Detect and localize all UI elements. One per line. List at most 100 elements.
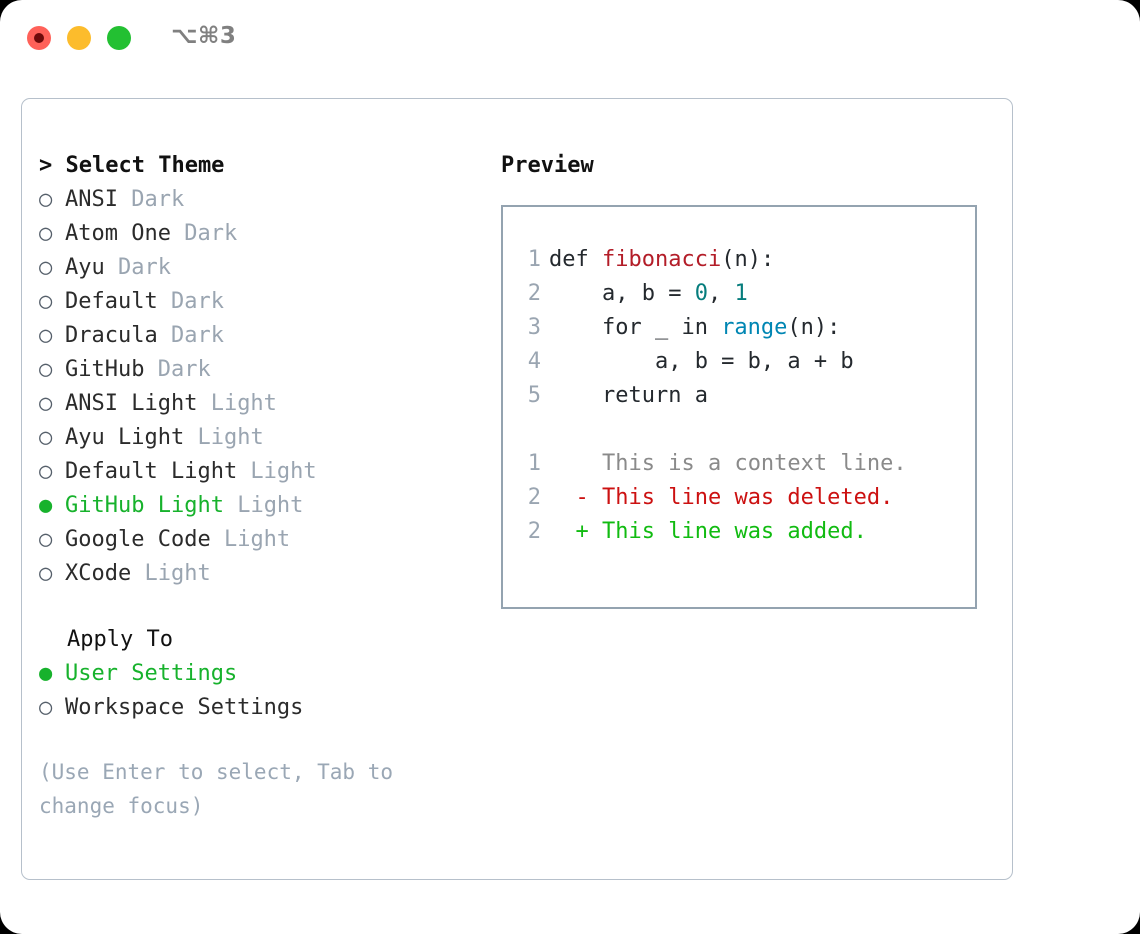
line-number: 3	[527, 315, 541, 340]
diff-line: 1 This is a context line.	[503, 447, 975, 481]
theme-name: ANSI Light	[65, 391, 198, 416]
theme-list-item[interactable]: ○ ANSI Light Light	[39, 387, 489, 421]
theme-variant-badge: Light	[131, 561, 211, 586]
theme-list-item[interactable]: ○ Default Dark	[39, 285, 489, 319]
radio-unselected-icon[interactable]: ○	[39, 527, 53, 552]
title-bar: ⌥⌘3	[0, 0, 1140, 76]
theme-list-item[interactable]: ○ Dracula Dark	[39, 319, 489, 353]
theme-name: Dracula	[65, 323, 158, 348]
theme-variant-badge: Dark	[157, 289, 224, 314]
theme-name: Ayu Light	[65, 425, 185, 450]
theme-name: Default	[65, 289, 158, 314]
code-line: 4 a, b = b, a + b	[503, 345, 975, 379]
theme-list-item[interactable]: ●GitHub Light Light	[39, 489, 489, 523]
select-theme-header: > Select Theme	[39, 153, 225, 178]
radio-unselected-icon[interactable]: ○	[39, 221, 53, 246]
radio-unselected-icon[interactable]: ○	[39, 255, 53, 280]
code-token: for _ in	[549, 315, 722, 340]
theme-list-item[interactable]: ○Default Light Light	[39, 455, 489, 489]
theme-variant-badge: Dark	[157, 323, 224, 348]
minimize-button[interactable]	[67, 26, 91, 50]
code-line: 2 a, b = 0, 1	[503, 277, 975, 311]
apply-to-item[interactable]: ○ Workspace Settings	[39, 691, 489, 725]
theme-variant-badge: Light	[184, 425, 264, 450]
code-token: 0	[694, 281, 708, 306]
line-number: 2	[527, 281, 541, 306]
theme-variant-badge: Light	[237, 459, 317, 484]
apply-to-label: Workspace Settings	[65, 695, 304, 720]
theme-variant-badge: Dark	[104, 255, 171, 280]
theme-variant-badge: Light	[197, 391, 277, 416]
code-token: ,	[707, 281, 735, 306]
code-token: a, b = b, a + b	[549, 349, 854, 374]
theme-variant-badge: Dark	[144, 357, 211, 382]
code-line: 1 def fibonacci(n):	[503, 243, 975, 277]
radio-unselected-icon[interactable]: ○	[39, 391, 53, 416]
radio-selected-icon[interactable]: ●	[39, 661, 53, 686]
code-token: 1	[734, 281, 748, 306]
diff-sign: -	[549, 485, 589, 510]
theme-list-item[interactable]: ○Atom One Dark	[39, 217, 489, 251]
theme-variant-badge: Light	[210, 527, 291, 552]
line-number: 1	[527, 451, 541, 476]
line-number: 5	[527, 383, 541, 408]
theme-name: GitHub	[65, 357, 145, 382]
diff-line: 2 - This line was deleted.	[503, 481, 975, 515]
code-token: (n):	[721, 247, 775, 272]
theme-name: GitHub Light	[65, 493, 224, 518]
apply-to-list: ● User Settings ○ Workspace Settings	[39, 657, 489, 725]
radio-unselected-icon[interactable]: ○	[39, 459, 53, 484]
radio-unselected-icon[interactable]: ○	[39, 323, 53, 348]
diff-text: This line was deleted.	[588, 485, 894, 510]
diff-sample: 1 This is a context line.2 - This line w…	[503, 447, 975, 549]
code-line: 5 return a	[503, 379, 975, 413]
theme-list-item[interactable]: ○ Ayu Dark	[39, 251, 489, 285]
code-token: (n):	[787, 315, 841, 340]
theme-name: Atom One	[65, 221, 171, 246]
theme-list-item[interactable]: ○ Ayu Light Light	[39, 421, 489, 455]
keyboard-hint: (Use Enter to select, Tab to change focu…	[39, 760, 406, 818]
code-token: fibonacci	[601, 247, 722, 272]
maximize-button[interactable]	[107, 26, 131, 50]
theme-list-item[interactable]: ○XCode Light	[39, 557, 489, 591]
diff-line: 2 + This line was added.	[503, 515, 975, 549]
theme-name: ANSI	[65, 187, 118, 212]
theme-list-item[interactable]: ○ Google Code Light	[39, 523, 489, 557]
code-diff-spacer	[503, 413, 975, 447]
diff-text: This line was added.	[588, 519, 867, 544]
section-spacer	[39, 591, 489, 623]
apply-to-item[interactable]: ● User Settings	[39, 657, 489, 691]
theme-variant-badge: Dark	[117, 187, 185, 212]
radio-unselected-icon[interactable]: ○	[39, 561, 53, 586]
radio-unselected-icon[interactable]: ○	[39, 187, 53, 212]
preview-title: Preview	[501, 153, 594, 178]
theme-list-item[interactable]: ○ ANSI Dark	[39, 183, 489, 217]
diff-text: This is a context line.	[588, 451, 907, 476]
radio-unselected-icon[interactable]: ○	[39, 357, 53, 382]
line-number: 1	[527, 247, 541, 272]
line-number: 2	[527, 485, 541, 510]
code-token: def	[549, 247, 602, 272]
radio-unselected-icon[interactable]: ○	[39, 289, 53, 314]
radio-unselected-icon[interactable]: ○	[39, 425, 53, 450]
radio-selected-icon[interactable]: ●	[39, 493, 53, 518]
apply-to-header: Apply To	[67, 627, 173, 652]
theme-name: Google Code	[65, 527, 211, 552]
keyboard-shortcut-label: ⌥⌘3	[171, 23, 237, 49]
code-token: a, b =	[549, 281, 695, 306]
apply-to-label: User Settings	[65, 661, 238, 686]
theme-name: Ayu	[65, 255, 105, 280]
radio-unselected-icon[interactable]: ○	[39, 695, 53, 720]
diff-sign: +	[549, 519, 589, 544]
code-token: range	[721, 315, 788, 340]
theme-selector-column: > Select Theme ○ANSI Dark○Atom One Dark○…	[39, 149, 489, 823]
close-button[interactable]	[27, 26, 51, 50]
line-number: 4	[527, 349, 541, 374]
theme-list: ○ANSI Dark○Atom One Dark○Ayu Dark○Defaul…	[39, 183, 489, 591]
main-panel: > Select Theme ○ANSI Dark○Atom One Dark○…	[21, 98, 1013, 880]
theme-list-item[interactable]: ○ GitHub Dark	[39, 353, 489, 387]
diff-sign	[549, 451, 589, 476]
